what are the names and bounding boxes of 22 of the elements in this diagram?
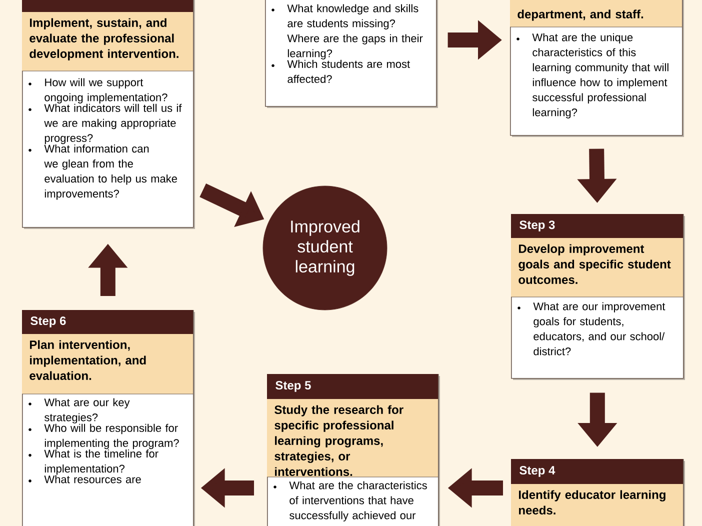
- bullet-item: What are our improvement goals for students, educators, and our school/ district?: [518, 302, 666, 356]
- step-title: Identify educator learning needs.: [511, 484, 683, 526]
- step-header: Step 3: [511, 214, 683, 238]
- step-title: Study the research for specific professional learning programs, strategies, or interventions.: [266, 399, 438, 478]
- bullet-item: What resources are: [28, 475, 141, 484]
- bullet-item: Who will be responsible for implementing the program?: [28, 424, 179, 450]
- bullet-item: What are the characteristics of interventions that have successfully achieved our: [274, 481, 427, 522]
- bullet-item: What indicators will tell us if we are making appropriate progress?: [28, 104, 182, 144]
- bullet-item: What knowledge and skills are students missing? Where are the gaps in their learning?: [272, 4, 423, 60]
- bullet-item: What are the unique characteristics of this learning community that will influence how to implement successful professional learning?: [516, 33, 668, 118]
- step-title: Develop improvement goals and specific student outcomes.: [510, 238, 684, 298]
- bullet-item: What is the timeline for implementation?: [28, 450, 158, 475]
- bullet-item: How will we support ongoing implementation?: [28, 78, 168, 104]
- step-header: Step 4: [511, 459, 683, 484]
- step-header: Step 6: [22, 310, 193, 334]
- bullet-item: Which students are most affected?: [272, 60, 410, 83]
- step-title: Implement, sustain, and evaluate the professional development intervention.: [22, 12, 194, 72]
- step-header: Step 5: [267, 374, 438, 399]
- step-title: Plan intervention, implementation, and evaluation.: [22, 334, 194, 394]
- step-title: department, and staff.: [510, 0, 682, 28]
- bullet-item: What information can we glean from the evaluation to help us make improvements?: [28, 144, 177, 200]
- bullet-item: What are our key strategies?: [28, 398, 130, 424]
